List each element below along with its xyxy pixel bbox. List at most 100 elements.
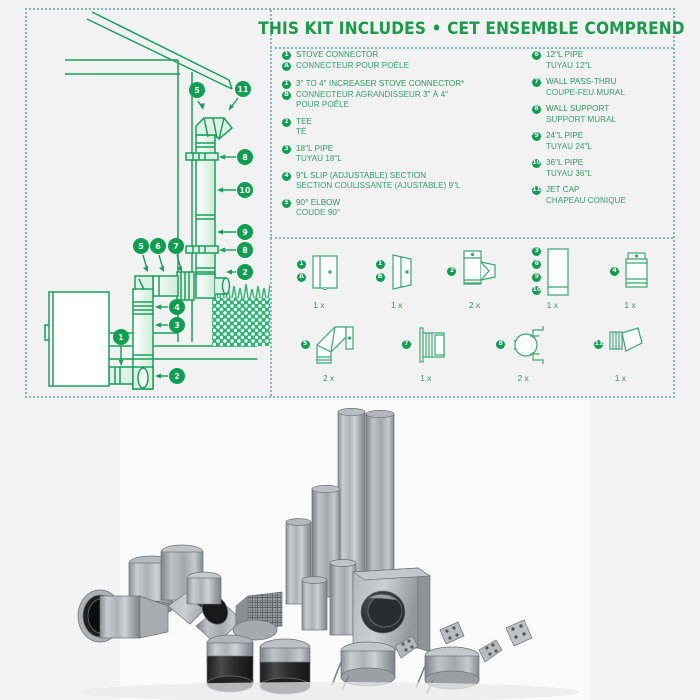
thumbnail-tee: 2 2 x xyxy=(436,246,514,319)
thumbnail-art: 5 xyxy=(300,319,357,371)
kit-item-line-fr: SECTION COULISSANTE (AJUSTABLE) 9"L xyxy=(296,181,461,190)
item-badge: 6 xyxy=(532,260,542,269)
kit-item-line-en: JET CAP xyxy=(546,185,580,194)
thumbnail-qty: 1 x xyxy=(624,300,636,310)
badge-stack: 10 xyxy=(532,158,546,179)
kit-item-line-en: 18"L PIPE xyxy=(296,143,334,153)
panel-vertical-divider xyxy=(270,10,272,396)
pipe-icon xyxy=(547,248,569,296)
kit-list-item: 3 18"L PIPE TUYAU 18"L xyxy=(282,144,532,165)
jet-cap-icon xyxy=(609,327,644,352)
kit-item-line-en: 9"L SLIP (ADJUSTABLE) SECTION xyxy=(296,170,427,180)
badge-stack: 1 B xyxy=(375,260,385,284)
kit-item-line-fr: COUPE-FEU MURAL xyxy=(546,87,625,97)
thumbnail-qty: 2 x xyxy=(322,373,335,383)
thumbnail-wall-support: 8 2 x xyxy=(475,319,572,392)
kit-item-line-fr: CONNECTEUR AGRANDISSEUR 3" À 4" xyxy=(296,89,449,99)
kit-item-line-en: 12"L PIPE xyxy=(546,50,584,59)
diagram-callout-4: 4 xyxy=(174,303,180,312)
diagram-callout-1: 1 xyxy=(118,333,124,342)
kit-item-text: WALL PASS-THRU COUPE-FEU MURAL xyxy=(546,77,682,98)
item-badge: 1 xyxy=(282,51,291,60)
diagram-callout-2b: 2 xyxy=(174,372,180,381)
thumbnail-qty: 1 x xyxy=(614,373,627,383)
diagram-callout-8a: 8 xyxy=(242,153,248,162)
kit-item-line-fr: TÉ xyxy=(296,127,307,136)
diagram-callout-5: 5 xyxy=(194,86,200,95)
item-badge: A xyxy=(296,273,306,282)
item-badge: 2 xyxy=(282,117,291,127)
wall-support-icon xyxy=(514,326,544,364)
kit-item-line-en: 36"L PIPE xyxy=(546,158,584,167)
item-badge: 1 xyxy=(375,260,385,269)
badge-stack: 1 A xyxy=(282,50,296,73)
item-badge: 2 xyxy=(447,266,457,276)
kit-item-text: JET CAP CHAPEAU CONIQUE xyxy=(546,185,682,206)
item-badge: 8 xyxy=(532,105,541,114)
badge-stack: 5 xyxy=(300,339,310,351)
thumbnail-art: 1 A xyxy=(296,246,341,298)
item-badge: 1 xyxy=(296,260,306,269)
thumbnail-row: 5 2 x xyxy=(280,319,669,392)
kit-item-text: 12"L PIPE TUYAU 12"L xyxy=(546,50,682,71)
item-badge: 9 xyxy=(532,132,541,141)
thumbnail-increaser-connector: 1 B 1 x xyxy=(358,246,436,319)
kit-list-item: 8 WALL SUPPORT SUPPORT MURAL xyxy=(532,104,682,125)
thumbnail-art: 11 xyxy=(594,319,646,371)
diagram-callout-11: 11 xyxy=(237,85,249,94)
diagram-callout-9: 9 xyxy=(242,228,248,237)
item-badge: 3 xyxy=(532,247,542,256)
wall-pass-thru-icon xyxy=(419,327,445,363)
thumbnail-row: 1 A 1 x xyxy=(280,246,669,319)
badge-stack: 3 xyxy=(282,144,296,165)
kit-item-line-en: 90° ELBOW xyxy=(296,197,341,207)
thumbnail-slip-section: 4 1 x xyxy=(591,246,669,319)
kit-item-line-en: 3" TO 4" INCREASER STOVE CONNECTOR* xyxy=(296,79,465,88)
diagram-callout-5b: 5 xyxy=(138,242,144,251)
kit-list-item: 9 24"L PIPE TUYAU 24"L xyxy=(532,131,682,152)
item-badge: 9 xyxy=(532,273,542,282)
kit-includes-list: 1 A STOVE CONNECTOR CONNECTEUR POUR POÊL… xyxy=(274,50,671,235)
item-badge: 11 xyxy=(594,339,604,349)
kit-list-column-right: 6 12"L PIPE TUYAU 12"L 7 WALL PASS-THRU … xyxy=(532,50,682,235)
item-badge: 10 xyxy=(532,286,542,295)
thumbnail-qty: 1 x xyxy=(391,300,403,310)
kit-item-line-fr: TUYAU 18"L xyxy=(296,154,342,163)
kit-list-item: 11 JET CAP CHAPEAU CONIQUE xyxy=(532,185,682,206)
diagram-callout-10: 10 xyxy=(239,186,251,195)
kit-item-line-en: WALL PASS-THRU xyxy=(546,77,617,86)
kit-item-line-fr: CHAPEAU CONIQUE xyxy=(546,195,626,205)
installation-diagram: 5 11 8 10 9 xyxy=(27,10,270,396)
item-badge: A xyxy=(282,62,291,71)
increaser-connector-icon xyxy=(392,254,412,290)
thumbnail-qty: 1 x xyxy=(546,300,558,310)
kit-item-line-en: STOVE CONNECTOR xyxy=(296,50,379,59)
badge-stack: 4 xyxy=(282,171,296,192)
item-badge: 8 xyxy=(496,339,506,349)
kit-item-text: STOVE CONNECTOR CONNECTEUR POUR POÊLE xyxy=(296,50,532,73)
kit-item-line-en: TEE xyxy=(296,116,312,126)
badge-stack: 3 6 9 10 xyxy=(532,247,542,297)
badge-stack: 2 xyxy=(447,266,457,278)
badge-stack: 7 xyxy=(401,339,411,351)
diagram-callout-3: 3 xyxy=(174,321,180,330)
item-badge: 10 xyxy=(532,159,541,168)
kit-list-item: 10 36"L PIPE TUYAU 36"L xyxy=(532,158,682,179)
kit-item-text: TEE TÉ xyxy=(296,117,532,138)
kit-item-line-fr-cont: POUR POÊLE xyxy=(296,100,350,109)
elbow-90-icon xyxy=(316,326,354,364)
kit-info-panel: 5 11 8 10 9 xyxy=(25,8,685,398)
item-badge: 7 xyxy=(532,78,541,87)
badge-stack: 4 xyxy=(610,266,620,278)
thumbnail-art: 3 6 9 10 xyxy=(532,246,572,298)
thumbnail-pipe: 3 6 9 10 1 x xyxy=(513,246,591,319)
thumbnail-qty: 1 x xyxy=(313,300,325,310)
item-badge: B xyxy=(282,91,291,100)
kit-item-text: 90° ELBOW COUDE 90° xyxy=(296,198,532,219)
kit-list-item: 7 WALL PASS-THRU COUPE-FEU MURAL xyxy=(532,77,682,98)
kit-item-line-fr: SUPPORT MURAL xyxy=(546,114,617,124)
badge-stack: 5 xyxy=(282,198,296,219)
badge-stack: 6 xyxy=(532,50,546,71)
thumbnail-art: 1 B xyxy=(375,246,418,298)
kit-item-line-fr: TUYAU 24"L xyxy=(546,141,592,151)
